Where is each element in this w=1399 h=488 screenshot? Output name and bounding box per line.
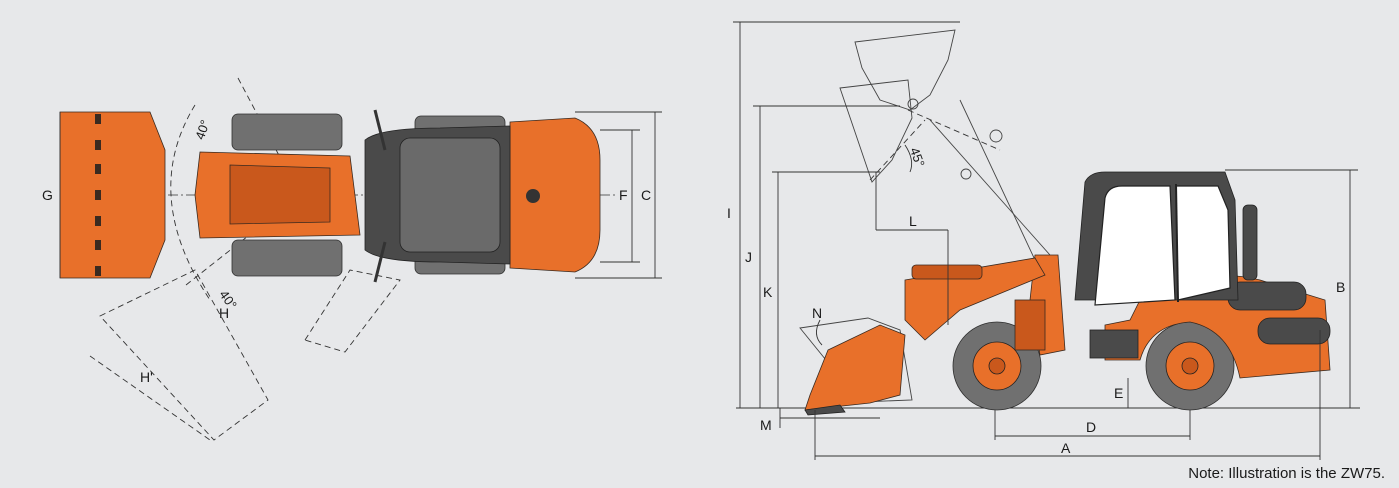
bucket-top [59, 111, 166, 279]
label-C: C [641, 187, 651, 203]
bucket-side [804, 324, 906, 411]
loader-arm-top [229, 164, 331, 225]
side-view: I J K L N M E D A B 45° [727, 21, 1360, 460]
label-I: I [727, 205, 731, 221]
bucket-teeth [95, 114, 101, 276]
dump-angle-arc [904, 144, 913, 173]
exhaust-cap [526, 189, 540, 203]
mirror-bottom [373, 241, 387, 283]
rear-grille-lower [1257, 317, 1331, 345]
mirror-top [373, 109, 387, 151]
label-G: G [42, 187, 53, 203]
engine-hood-top [509, 117, 601, 273]
roof-panel [399, 137, 501, 253]
label-E: E [1114, 385, 1123, 401]
front-tire-top [231, 113, 343, 151]
rear-grille-upper [1227, 281, 1307, 311]
label-H-prime: H' [140, 369, 153, 385]
label-dump-angle: 45° [907, 145, 928, 169]
label-J: J [745, 249, 752, 265]
label-B: B [1336, 279, 1345, 295]
rollback-angle-arc [816, 319, 823, 346]
label-K: K [763, 284, 773, 300]
rear-wheel [1145, 321, 1235, 411]
axle-housing [1089, 329, 1139, 359]
exhaust-stack [1242, 204, 1258, 281]
raised-bucket-ghost [839, 29, 1051, 261]
label-F: F [619, 187, 628, 203]
label-N: N [812, 305, 822, 321]
illustration-note: Note: Illustration is the ZW75. [1188, 465, 1385, 482]
label-H: H [219, 305, 229, 321]
cab-window-rear [1175, 185, 1231, 301]
cab-window-front [1094, 185, 1176, 306]
label-L: L [909, 213, 917, 229]
lift-cylinder [1014, 299, 1046, 351]
label-M: M [760, 417, 772, 433]
top-view: G F C H H' 40° 40° [42, 77, 662, 441]
label-angle-upper: 40° [192, 118, 213, 142]
label-D: D [1086, 419, 1096, 435]
label-A: A [1061, 440, 1071, 456]
front-tire-bottom [231, 239, 343, 277]
tilt-cylinder [911, 264, 983, 280]
